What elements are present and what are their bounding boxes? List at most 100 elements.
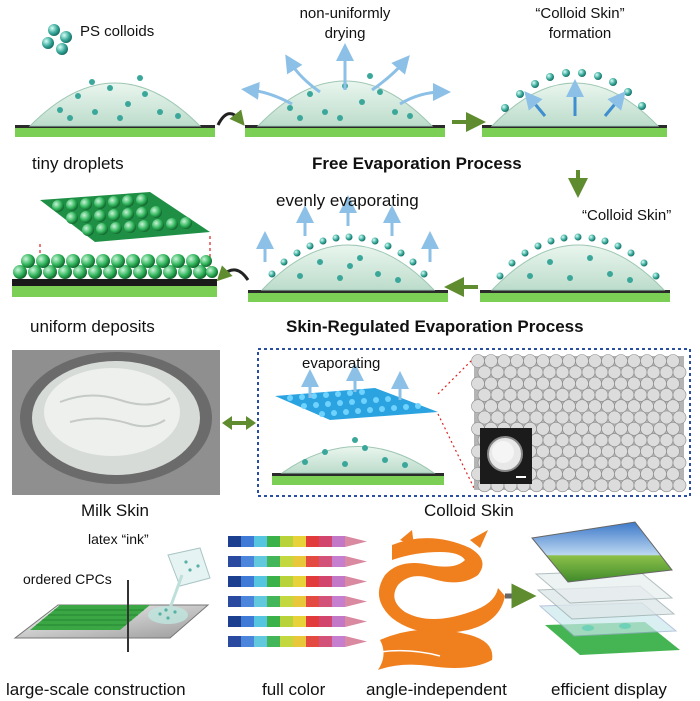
sem-particle [666, 467, 680, 481]
colloid-skin-label: Colloid Skin [424, 501, 514, 520]
color-stripe-cell [241, 536, 254, 547]
sem-particle [588, 399, 602, 414]
sem-particle [614, 376, 628, 391]
color-stripe-cell [267, 556, 280, 567]
sem-particle [588, 421, 602, 436]
sem-particle [562, 467, 576, 481]
sem-particle [620, 455, 635, 470]
sem-particle [627, 467, 641, 481]
sem-particle [633, 365, 648, 380]
ordered-cpcs-label: ordered CPCs [23, 571, 112, 587]
sem-particle [542, 478, 557, 493]
color-stripe-cell [241, 596, 254, 607]
droplet-tiny [15, 75, 215, 137]
sem-particle [672, 478, 687, 493]
sem-particle [523, 354, 537, 368]
sem-particle [555, 433, 570, 447]
color-stripe-cell [267, 576, 280, 587]
sem-particle [588, 467, 602, 481]
sem-particle [620, 478, 635, 493]
sem-particle [562, 376, 576, 391]
color-stripe-tip [345, 536, 367, 547]
droplet-evenly-evaporating [248, 195, 448, 302]
sem-particle [536, 467, 550, 481]
color-stripe-tip [345, 576, 367, 587]
sem-particle [601, 421, 615, 436]
color-stripe-cell [267, 616, 280, 627]
color-stripe-cell [332, 576, 345, 587]
curved-arrow-1 [216, 109, 245, 126]
sem-particle [620, 388, 635, 402]
color-stripe-cell [332, 536, 345, 547]
sem-particle [490, 410, 505, 425]
sem-particle [666, 444, 680, 459]
sem-particle [568, 455, 583, 470]
sem-particle [633, 478, 648, 493]
sem-particle [594, 388, 609, 402]
sem-particle [581, 388, 596, 402]
sem-particle [549, 354, 563, 368]
color-stripe-cell [280, 616, 293, 627]
color-stripe-cell [293, 556, 306, 567]
sem-particle [666, 399, 680, 414]
sem-particle [510, 399, 524, 414]
efficient-display-illustration [531, 521, 680, 655]
sem-particle [516, 410, 531, 425]
sem-particle [614, 421, 628, 436]
sem-particle [523, 376, 537, 391]
sem-particle [588, 444, 602, 459]
angle-independent-label: angle-independent [366, 680, 507, 699]
color-stripe-cell [319, 636, 332, 647]
sem-particle [633, 433, 648, 447]
sem-particle [581, 478, 596, 493]
sem-particle [646, 455, 661, 470]
uniform-deposits-crystal [12, 192, 218, 297]
milk-skin-label: Milk Skin [80, 501, 149, 520]
sem-particle [672, 455, 687, 470]
color-stripe-cell [319, 556, 332, 567]
evaporating-label: evaporating [302, 355, 381, 372]
sem-particle [620, 365, 635, 380]
sem-particle [536, 376, 550, 391]
zoom-lines [437, 357, 475, 489]
sem-particle [536, 354, 550, 368]
color-stripe-cell [319, 576, 332, 587]
sem-particle [659, 455, 674, 470]
color-stripe-cell [254, 536, 267, 547]
sem-particle [562, 399, 576, 414]
sem-particle [542, 410, 557, 425]
sem-particle [659, 410, 674, 425]
droplet-non-uniform-drying [241, 43, 451, 137]
sem-particle [471, 354, 485, 368]
sem-particle [542, 455, 557, 470]
sem-particle [640, 421, 654, 436]
sem-particle [653, 444, 667, 459]
sem-particle [542, 365, 557, 380]
sem-particle [575, 376, 589, 391]
color-stripe-cell [332, 596, 345, 607]
color-stripe-cell [267, 596, 280, 607]
sem-particle [620, 433, 635, 447]
sem-particle [555, 388, 570, 402]
sem-particle [653, 354, 667, 368]
color-stripe-cell [319, 616, 332, 627]
sem-particle [529, 388, 544, 402]
sem-particle [510, 354, 524, 368]
color-stripe-cell [280, 596, 293, 607]
sem-particle [640, 354, 654, 368]
sem-particle [542, 388, 557, 402]
sem-particle [614, 467, 628, 481]
sem-particle [607, 478, 622, 493]
sem-particle [627, 399, 641, 414]
sem-particle [614, 399, 628, 414]
sem-particle [549, 467, 563, 481]
sem-particle [555, 365, 570, 380]
sem-image [471, 354, 687, 493]
color-stripe-cell [228, 636, 241, 647]
sem-particle [640, 444, 654, 459]
sem-particle [477, 365, 492, 380]
color-stripe-tip [345, 636, 367, 647]
color-stripe-cell [280, 576, 293, 587]
color-stripe-cell [306, 536, 319, 547]
